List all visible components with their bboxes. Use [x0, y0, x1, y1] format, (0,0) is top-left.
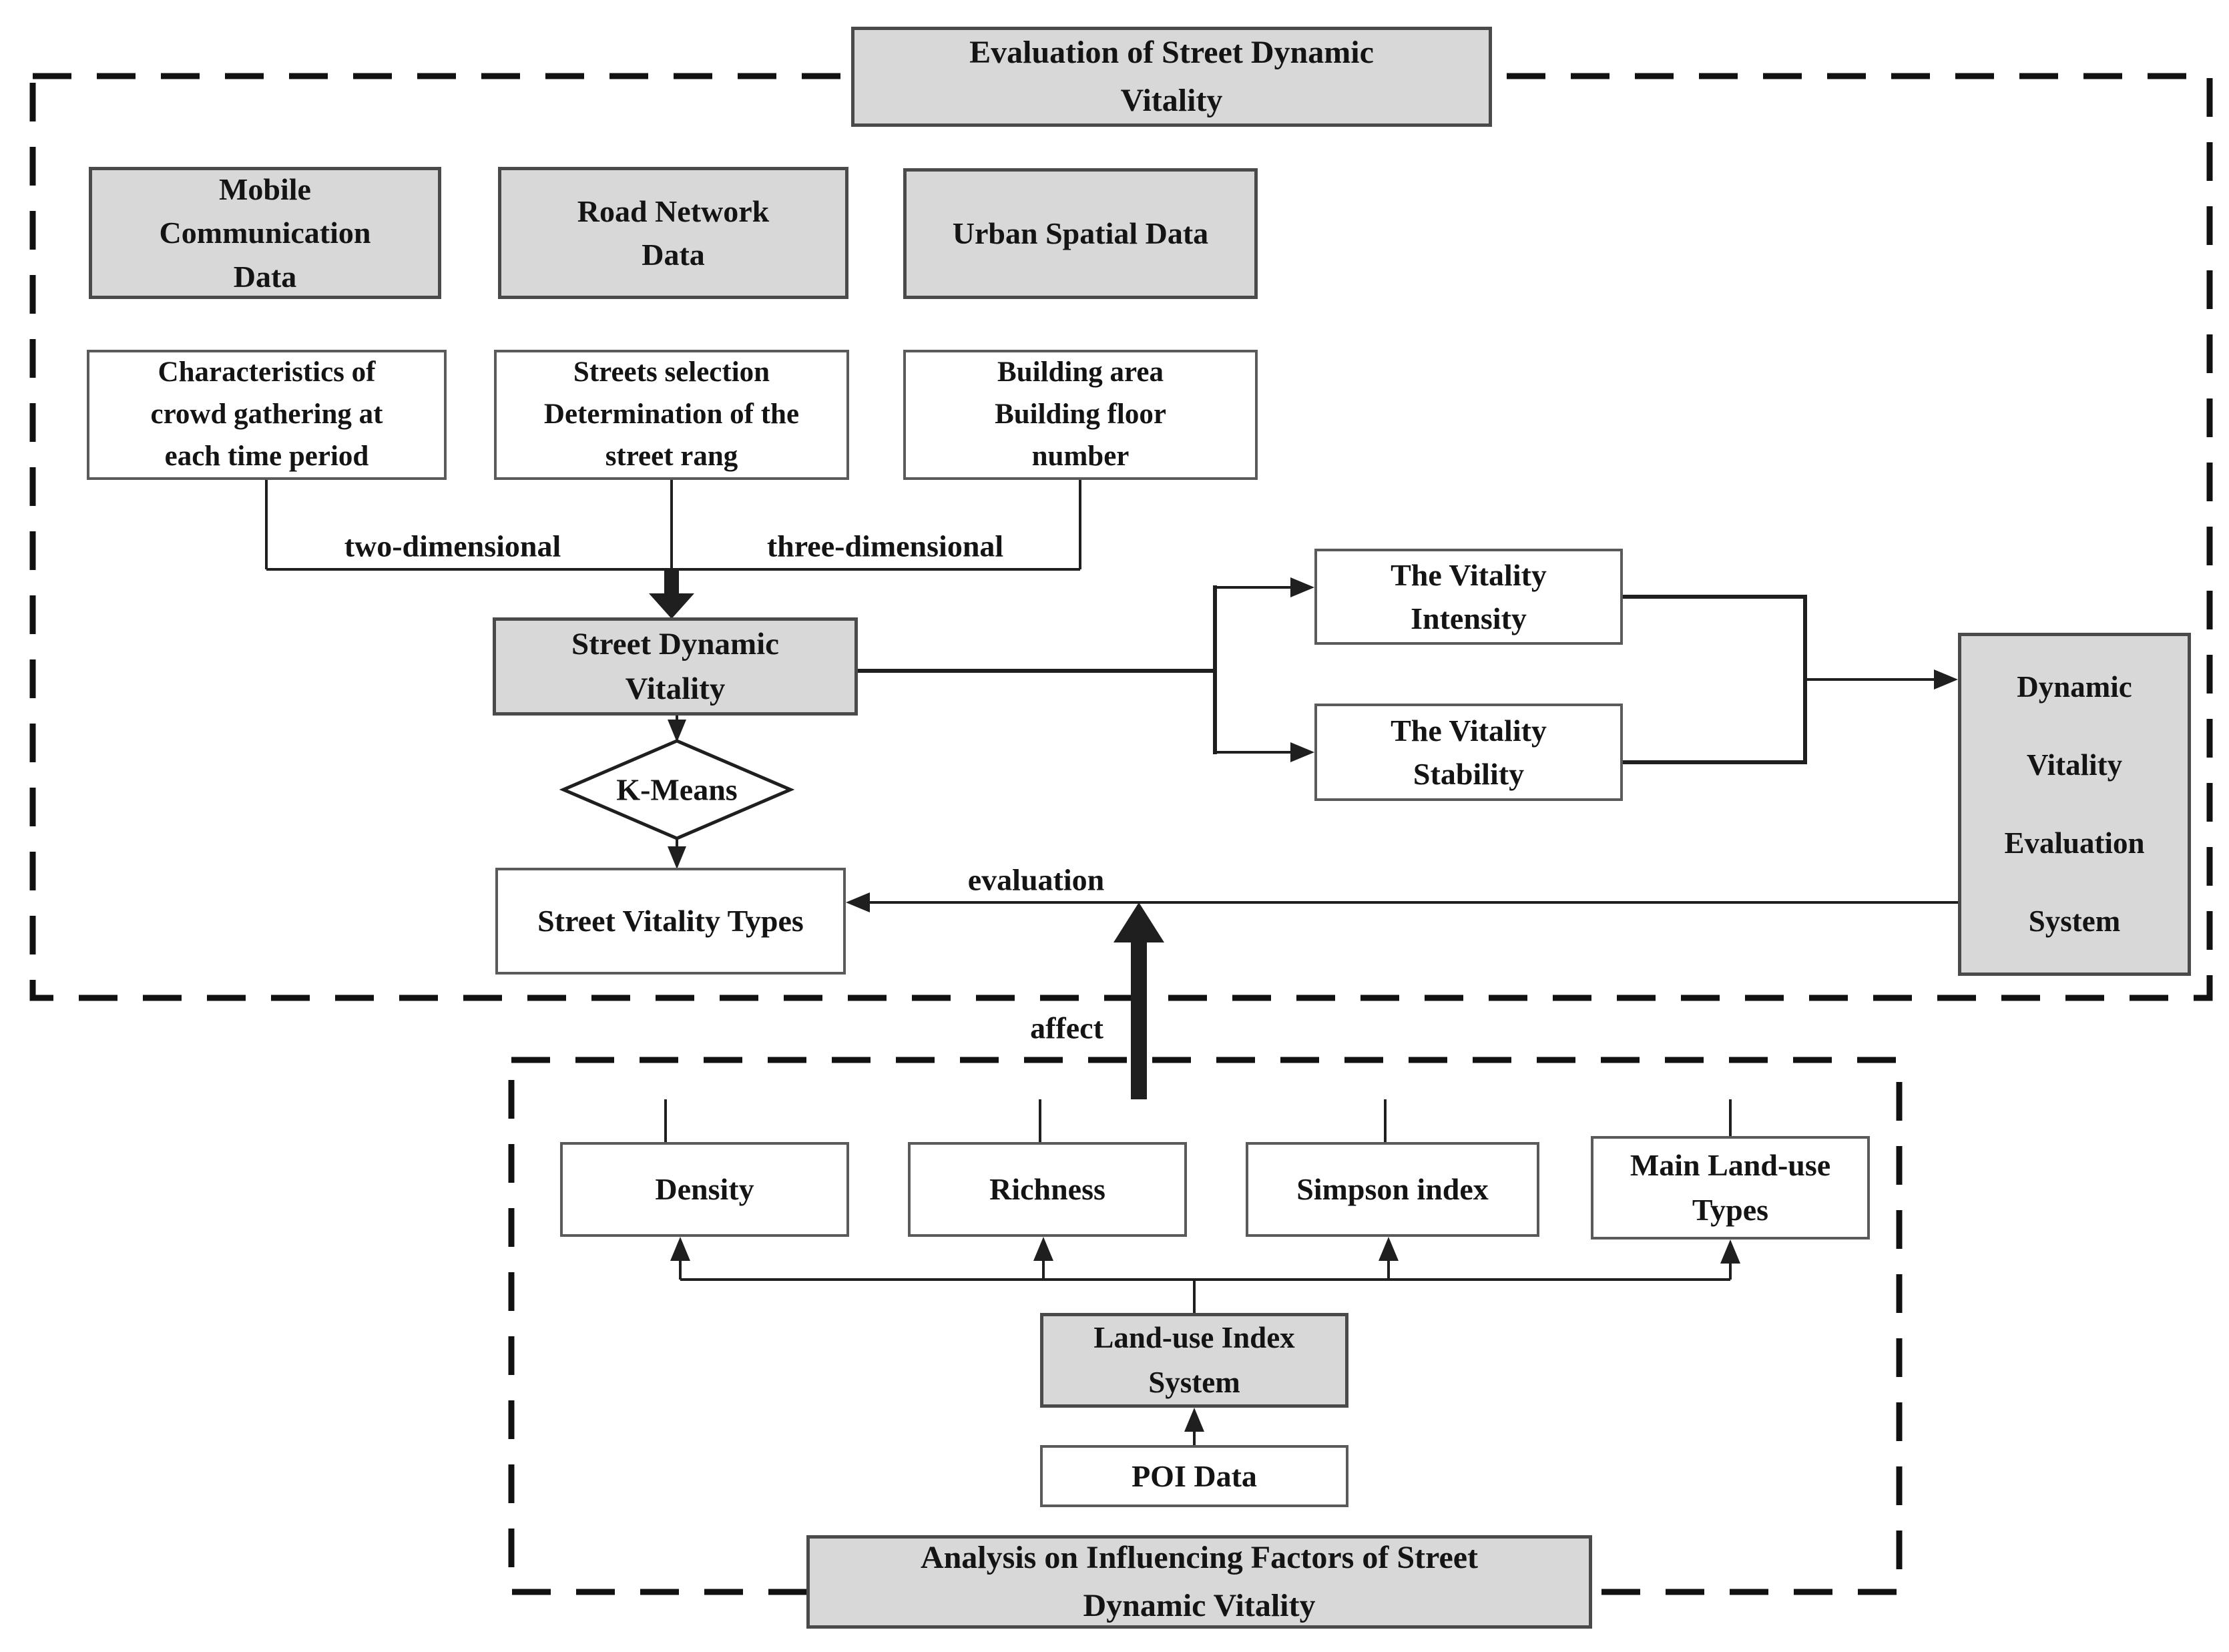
upper-dashed-container — [29, 73, 2213, 1001]
edge-label-three-dimensional: three-dimensional — [766, 529, 1004, 563]
thick-connectors — [858, 585, 1807, 764]
edge-label-evaluation: evaluation — [967, 862, 1105, 897]
kmeans-diamond — [559, 739, 795, 840]
node-building-data: Building area Building floor number — [903, 350, 1258, 480]
node-streets-selection: Streets selection Determination of the s… — [494, 350, 849, 480]
node-mobile-communication-data: Mobile Communication Data — [89, 167, 441, 299]
node-crowd-characteristics: Characteristics of crowd gathering at ea… — [87, 350, 447, 480]
node-vitality-intensity: The Vitality Intensity — [1314, 549, 1623, 645]
arrowheads — [649, 569, 1958, 1432]
node-title: Evaluation of Street Dynamic Vitality — [851, 27, 1492, 127]
edge-label-two-dimensional: two-dimensional — [344, 529, 561, 563]
node-road-network-data: Road Network Data — [498, 167, 848, 299]
node-street-vitality-types: Street Vitality Types — [495, 868, 846, 975]
node-poi-data: POI Data — [1040, 1445, 1348, 1507]
edge-label-affect: affect — [1030, 1011, 1103, 1045]
node-street-dynamic-vitality: Street Dynamic Vitality — [493, 617, 858, 716]
node-richness: Richness — [908, 1142, 1187, 1237]
node-vitality-stability: The Vitality Stability — [1314, 704, 1623, 801]
node-main-land-use-types: Main Land-use Types — [1591, 1136, 1870, 1240]
node-simpson-index: Simpson index — [1246, 1142, 1539, 1237]
node-urban-spatial-data: Urban Spatial Data — [903, 168, 1258, 299]
node-density: Density — [560, 1142, 849, 1237]
node-title-label: Evaluation of Street Dynamic Vitality — [969, 35, 1374, 118]
node-dynamic-vitality-evaluation-system: Dynamic Vitality Evaluation System — [1958, 633, 2191, 976]
node-kmeans-label: K-Means — [616, 772, 738, 807]
node-analysis-title: Analysis on Influencing Factors of Stree… — [806, 1535, 1592, 1629]
node-land-use-index-system: Land-use Index System — [1040, 1313, 1348, 1408]
